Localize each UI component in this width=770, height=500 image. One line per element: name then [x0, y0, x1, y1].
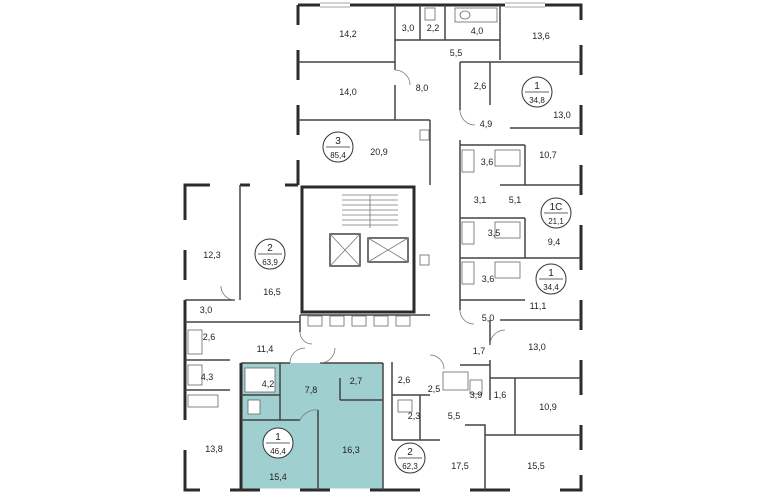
- apartment-badge[interactable]: 1 34,4: [535, 263, 567, 295]
- apartment-badge[interactable]: 1 34,8: [521, 76, 553, 108]
- stairs: [342, 194, 398, 228]
- svg-text:1: 1: [275, 432, 281, 443]
- apartment-badge[interactable]: 1С 21,1: [540, 197, 572, 229]
- fixtures: [187, 7, 521, 415]
- room-area-label: 7,8: [305, 385, 318, 395]
- room-area-label: 3,6: [481, 157, 494, 167]
- room-area-label: 2,2: [427, 23, 440, 33]
- room-area-label: 5,1: [509, 195, 522, 205]
- svg-text:62,3: 62,3: [402, 462, 418, 471]
- room-area-label: 2,6: [474, 81, 487, 91]
- room-area-label: 10,7: [539, 150, 557, 160]
- windows: [183, 2, 583, 492]
- room-area-label: 5,5: [450, 48, 463, 58]
- room-area-label: 16,3: [342, 445, 360, 455]
- svg-text:1: 1: [534, 81, 540, 92]
- room-area-label: 8,0: [416, 83, 429, 93]
- svg-text:1: 1: [548, 268, 554, 279]
- room-area-label: 4,0: [471, 26, 484, 36]
- room-area-label: 1,7: [473, 346, 486, 356]
- room-area-label: 5,5: [448, 411, 461, 421]
- room-area-label: 15,4: [269, 472, 287, 482]
- room-area-label: 3,5: [488, 228, 501, 238]
- room-area-label: 2,6: [398, 375, 411, 385]
- room-area-label: 3,0: [402, 23, 415, 33]
- room-area-label: 2,3: [408, 411, 421, 421]
- apartment-badge[interactable]: 3 85,4: [322, 131, 354, 163]
- doors: [220, 69, 506, 421]
- room-area-label: 4,2: [262, 379, 275, 389]
- room-area-label: 11,1: [530, 301, 547, 311]
- room-area-label: 2,7: [350, 376, 363, 386]
- room-area-label: 2,5: [428, 384, 441, 394]
- room-area-label: 20,9: [370, 147, 388, 157]
- svg-text:85,4: 85,4: [330, 151, 346, 160]
- interior-walls: [185, 5, 581, 490]
- room-labels: 14,2 3,0 2,2 4,0 13,6 5,5 14,0 8,0 2,6 1…: [200, 23, 571, 482]
- apartment-badge[interactable]: 2 63,9: [254, 238, 286, 270]
- room-area-label: 12,3: [203, 250, 221, 260]
- room-area-label: 13,0: [528, 342, 546, 352]
- room-area-label: 16,5: [263, 287, 281, 297]
- room-area-label: 9,4: [548, 237, 561, 247]
- svg-text:21,1: 21,1: [548, 217, 564, 226]
- svg-text:2: 2: [267, 243, 273, 254]
- room-area-label: 4,3: [201, 372, 214, 382]
- apartment-badge[interactable]: 2 62,3: [394, 442, 426, 474]
- svg-text:3: 3: [335, 136, 341, 147]
- room-area-label: 11,4: [257, 344, 274, 354]
- svg-text:2: 2: [407, 447, 413, 458]
- room-area-label: 3,0: [200, 305, 213, 315]
- room-area-label: 15,5: [527, 461, 545, 471]
- room-area-label: 14,0: [339, 87, 357, 97]
- room-area-label: 3,6: [482, 274, 495, 284]
- svg-text:34,4: 34,4: [543, 283, 559, 292]
- room-area-label: 3,9: [470, 390, 483, 400]
- room-area-label: 3,1: [474, 195, 487, 205]
- room-area-label: 13,0: [553, 110, 571, 120]
- svg-text:34,8: 34,8: [529, 96, 545, 105]
- room-area-label: 14,2: [339, 29, 357, 39]
- apartment-badges: 1 34,8 3 85,4 1С 21,1 2 63,9 1 34,4: [254, 76, 572, 474]
- room-area-label: 4,9: [480, 119, 493, 129]
- room-area-label: 5,0: [482, 313, 495, 323]
- svg-text:1С: 1С: [550, 202, 563, 213]
- room-area-label: 13,8: [205, 444, 223, 454]
- room-area-label: 17,5: [451, 461, 469, 471]
- svg-text:46,4: 46,4: [270, 447, 286, 456]
- room-area-label: 13,6: [532, 31, 550, 41]
- svg-text:63,9: 63,9: [262, 258, 278, 267]
- room-area-label: 10,9: [539, 402, 557, 412]
- apartment-badge[interactable]: 1 46,4: [262, 427, 294, 459]
- room-area-label: 2,6: [203, 332, 216, 342]
- room-area-label: 1,6: [494, 390, 507, 400]
